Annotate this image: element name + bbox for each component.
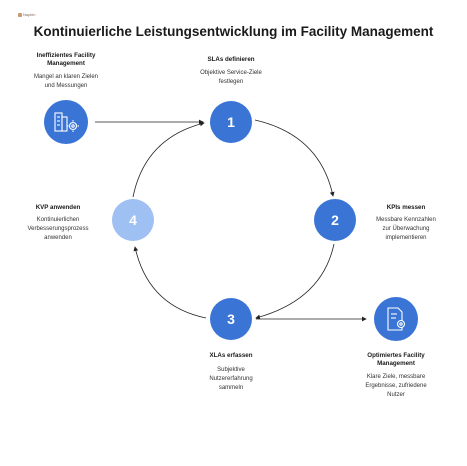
step-3-desc-line-2: Nutzererfahrung — [209, 375, 253, 382]
step-2-label: KPIs messen Messbare Kennzahlen zur Über… — [358, 204, 454, 243]
step-2-desc-line-1: Messbare Kennzahlen — [376, 216, 436, 223]
step-4-heading: KVP anwenden — [35, 204, 81, 211]
step-1-desc-line-1: Objektive Service-Ziele — [200, 69, 262, 76]
start-desc-line-2: und Messungen — [44, 83, 88, 90]
document-gear-icon — [387, 307, 406, 331]
arrow-step2-to-step3 — [255, 243, 335, 320]
step-4-node: 4 — [112, 199, 154, 241]
start-desc-line-1: Mangel an klaren Zielen — [33, 74, 99, 81]
end-label: Optimiertes Facility Management Klare Zi… — [346, 352, 446, 400]
end-node — [374, 297, 418, 341]
step-3-desc-line-3: sammeln — [218, 384, 244, 391]
step-1-desc-line-2: festlegen — [218, 78, 244, 85]
step-1-heading: SLAs definieren — [207, 56, 255, 63]
step-3-desc-line-1: Subjektive — [217, 366, 245, 373]
end-heading-line-1: Optimiertes Facility — [367, 352, 425, 359]
arrow-step1-to-step2 — [254, 119, 335, 197]
logo-mark-icon — [18, 12, 22, 17]
step-2-desc-line-3: implementieren — [385, 234, 427, 241]
step-4-label: KVP anwenden Kontinuierlichen Verbesseru… — [8, 204, 108, 243]
step-2-node: 2 — [314, 199, 356, 241]
logo-text: Napkin — [23, 12, 36, 17]
end-heading-line-2: Management — [377, 359, 415, 367]
end-desc-line-2: Ergebnisse, zufriedene — [365, 383, 427, 390]
step-1-label: SLAs definieren Objektive Service-Ziele … — [171, 56, 291, 87]
arrow-step3-to-step4 — [133, 246, 207, 319]
start-node — [44, 100, 88, 144]
step-3-heading: XLAs erfassen — [209, 352, 253, 359]
start-heading-line-2: Management — [47, 59, 85, 67]
start-label: Ineffizientes Facility Management Mangel… — [18, 52, 114, 91]
arrow-step4-to-step1 — [132, 121, 205, 198]
end-desc-line-1: Klare Ziele, messbare — [366, 374, 426, 381]
step-3-number: 3 — [227, 311, 235, 327]
building-gear-icon — [54, 112, 79, 132]
start-heading-line-1: Ineffizientes Facility — [36, 52, 96, 59]
page-title: Kontinuierliche Leistungsentwicklung im … — [33, 24, 434, 39]
step-1-node: 1 — [210, 101, 252, 143]
step-4-desc-line-2: Verbesserungsprozess — [27, 225, 89, 232]
step-2-heading: KPIs messen — [386, 204, 426, 211]
step-2-number: 2 — [331, 212, 339, 228]
step-4-number: 4 — [129, 212, 137, 228]
step-3-label: XLAs erfassen Subjektive Nutzererfahrung… — [181, 352, 281, 393]
step-3-node: 3 — [210, 298, 252, 340]
end-desc-line-3: Nutzer — [387, 392, 405, 399]
logo: Napkin — [18, 12, 35, 17]
step-1-number: 1 — [227, 114, 235, 130]
step-2-desc-line-2: zur Überwachung — [382, 225, 430, 232]
step-4-desc-line-3: anwenden — [44, 234, 72, 241]
step-4-desc-line-1: Kontinuierlichen — [36, 216, 80, 223]
